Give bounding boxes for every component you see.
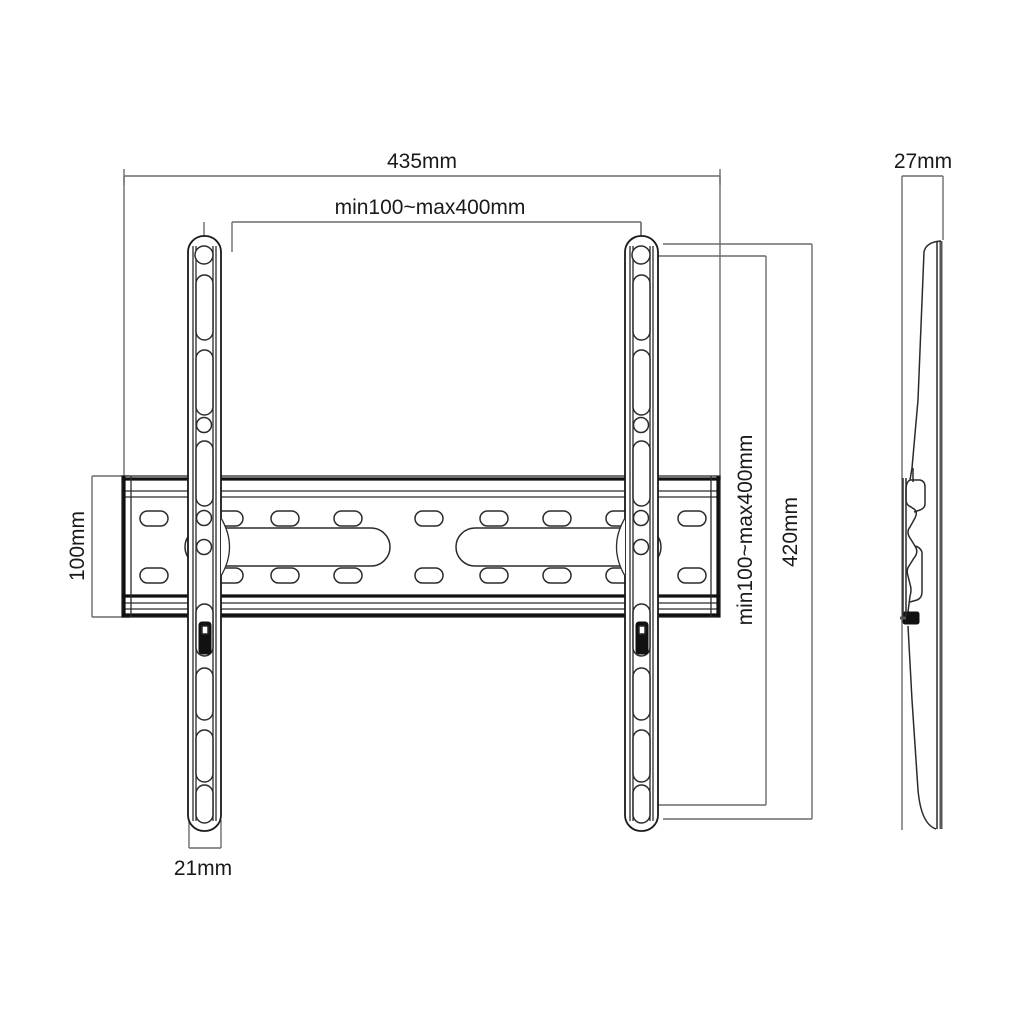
plate-center-slots (184, 527, 662, 567)
dimension-label-depth: 27mm (894, 150, 952, 173)
left-arm-latch (195, 603, 214, 657)
dimension-arm-width (188, 820, 222, 849)
left-vertical-arm (187, 222, 231, 832)
dimension-label-arm-width: 21mm (174, 857, 232, 880)
right-arm-latch (632, 603, 651, 657)
dimension-depth (901, 175, 944, 830)
dimension-label-overall-width: 435mm (387, 150, 457, 173)
plate-slot-row-upper (139, 510, 707, 527)
dimension-label-vesa-height: min100~max400mm (734, 435, 757, 626)
dimension-vesa-width (231, 221, 642, 252)
dimension-label-overall-height: 420mm (779, 497, 802, 567)
dimension-label-vesa-width: min100~max400mm (335, 196, 526, 219)
side-profile (900, 240, 943, 830)
plate-slot-row-lower (139, 567, 707, 584)
dimension-overall-height (663, 243, 813, 820)
dimension-vesa-height (652, 255, 767, 806)
dimension-overall-width (123, 169, 721, 490)
right-vertical-arm (615, 222, 659, 832)
dimension-label-plate-height: 100mm (66, 511, 89, 581)
